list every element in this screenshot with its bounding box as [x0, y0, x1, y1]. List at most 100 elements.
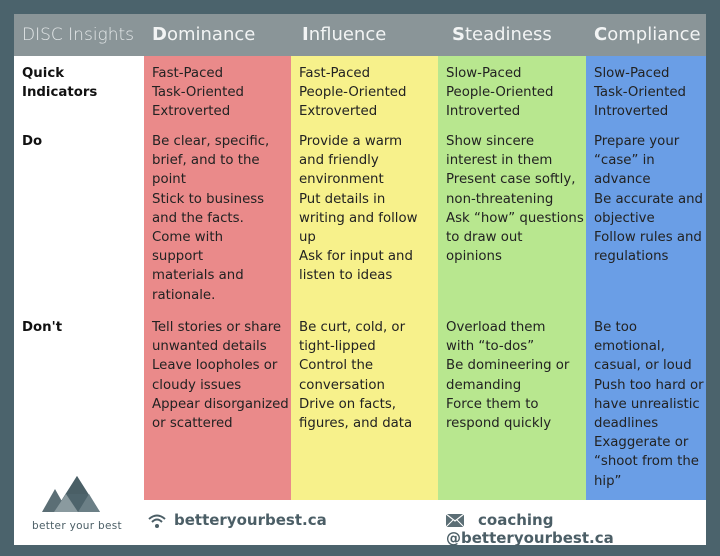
list-line: Put details in	[299, 191, 386, 207]
list-line: Extroverted	[299, 104, 378, 120]
list-line: unwanted details	[152, 339, 267, 355]
list-line: Tell stories or share	[152, 320, 282, 335]
steadiness-dont: Overload them with “to-dos” Be domineering…	[446, 318, 584, 433]
label-dont: Don't	[22, 320, 63, 335]
list-line: materials and	[152, 268, 244, 284]
list-line: Fast-Paced	[152, 66, 224, 81]
list-line: Control the	[299, 358, 374, 374]
label-quick-indicators: Quick Indicators	[22, 66, 98, 101]
website-link[interactable]: betteryourbest.ca	[148, 511, 327, 529]
list-line: Show sincere	[446, 134, 535, 149]
list-line: People-Oriented	[299, 85, 407, 101]
envelope-icon	[446, 514, 464, 527]
list-line: “case” in	[594, 153, 655, 169]
list-line: Slow-Paced	[446, 66, 522, 81]
list-line: Ask “how” questions	[446, 210, 584, 226]
list-line: Task-Oriented	[152, 85, 244, 101]
list-line: and friendly	[299, 153, 379, 169]
list-line: Prepare your	[594, 134, 680, 149]
list-line: Leave loopholes or	[152, 358, 278, 374]
header-dominance: Dominance	[152, 24, 256, 45]
list-line: Be too	[594, 320, 638, 335]
list-line: tight-lipped	[299, 339, 376, 355]
list-line: Extroverted	[152, 104, 231, 120]
page-title: DISC Insights	[22, 25, 135, 45]
list-line: rationale.	[152, 287, 216, 303]
list-line: with “to-dos”	[446, 339, 535, 355]
dominance-do: Be clear, specific, brief, and to the poin…	[152, 132, 289, 305]
header-influence: Influence	[302, 24, 387, 45]
list-line: emotional,	[594, 339, 665, 355]
list-line: cloudy issues	[152, 377, 242, 393]
list-line: Present case softly,	[446, 172, 576, 188]
logo-text: better your best	[32, 520, 122, 532]
header-steadiness: Steadiness	[452, 24, 552, 45]
list-line: Drive on facts,	[299, 396, 396, 412]
wifi-icon	[148, 514, 166, 528]
list-line: Introverted	[446, 104, 521, 120]
list-line: Ask for input and	[299, 249, 413, 265]
list-line: environment	[299, 172, 384, 188]
list-line: Task-Oriented	[594, 85, 686, 101]
list-line: brief, and to the	[152, 153, 260, 169]
header-compliance: Compliance	[594, 24, 701, 45]
disc-insights-card: DISC Insights Dominance Influence Steadi…	[14, 14, 706, 547]
list-line: or scattered	[152, 416, 233, 432]
list-line: Be accurate and	[594, 191, 703, 207]
list-line: Come with	[152, 230, 223, 246]
list-line: deadlines	[594, 416, 659, 432]
list-line: Force them to	[446, 396, 539, 412]
list-line: Follow rules and	[594, 230, 702, 246]
list-line: Provide a warm	[299, 134, 403, 149]
list-line: Push too hard or	[594, 377, 704, 393]
list-line: up	[299, 230, 316, 246]
header-row: DISC Insights Dominance Influence Steadi…	[14, 14, 706, 56]
list-line: Be clear, specific,	[152, 134, 270, 149]
list-line: regulations	[594, 249, 669, 265]
list-line: Overload them	[446, 320, 546, 335]
row-labels-column: Quick Indicators Do Don't	[14, 56, 144, 500]
list-line: Be curt, cold, or	[299, 320, 406, 335]
list-line: Stick to business	[152, 191, 265, 207]
list-line: advance	[594, 172, 651, 188]
list-line: Slow-Paced	[594, 66, 670, 81]
list-line: opinions	[446, 249, 502, 265]
label-do: Do	[22, 134, 43, 149]
list-line: have unrealistic	[594, 396, 700, 412]
list-line: People-Oriented	[446, 85, 554, 101]
list-line: hip”	[594, 473, 622, 489]
list-line: figures, and data	[299, 416, 413, 432]
list-line: respond quickly	[446, 416, 552, 432]
compliance-do: Prepare your “case” in advance Be accurate …	[594, 132, 704, 266]
mountain-logo-icon	[42, 476, 100, 512]
list-line: demanding	[446, 377, 522, 393]
list-line: “shoot from the	[594, 454, 699, 470]
list-line: objective	[594, 210, 655, 226]
list-line: listen to ideas	[299, 268, 393, 284]
list-line: point	[152, 172, 186, 188]
list-line: to draw out	[446, 230, 523, 246]
list-line: casual, or loud	[594, 358, 692, 374]
list-line: non-threatening	[446, 191, 554, 207]
list-line: Be domineering or	[446, 358, 570, 374]
list-line: writing and follow	[299, 210, 418, 226]
footer: better your best betteryourbest.ca coach…	[14, 476, 706, 547]
list-line: Introverted	[594, 104, 669, 120]
email-link[interactable]: coaching @betteryourbest.ca	[446, 511, 614, 547]
list-line: support	[152, 249, 204, 265]
list-line: and the facts.	[152, 210, 244, 226]
list-line: interest in them	[446, 153, 553, 169]
list-line: Fast-Paced	[299, 66, 371, 81]
